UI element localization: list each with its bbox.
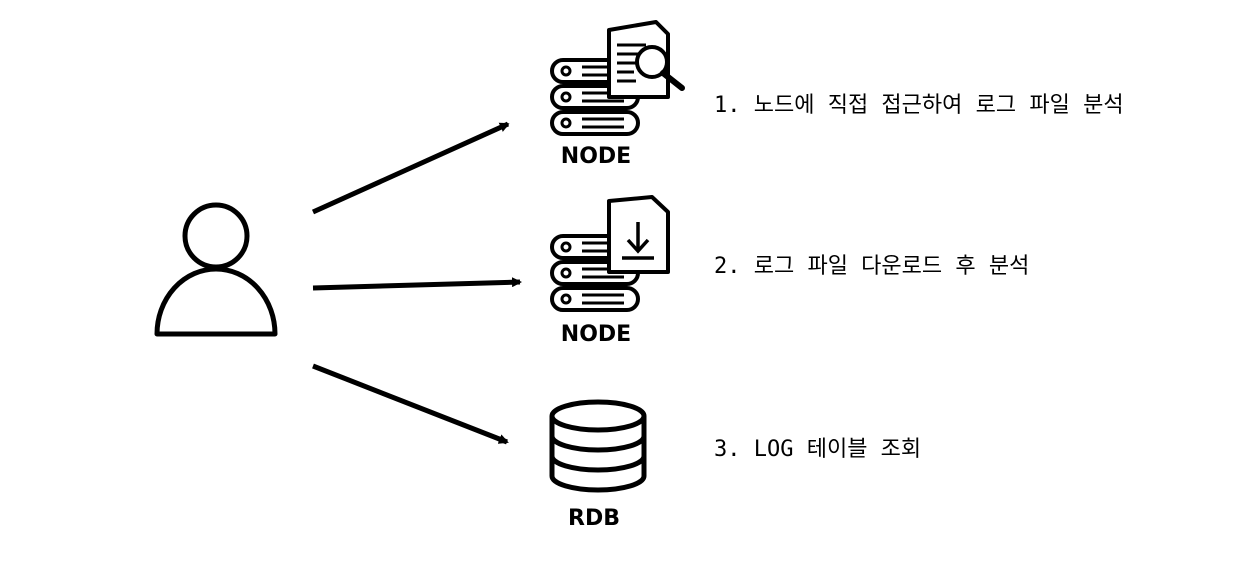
arrow-to-node1 bbox=[311, 121, 510, 215]
node2-label: NODE bbox=[561, 322, 631, 347]
rdb-label: RDB bbox=[568, 506, 620, 531]
node2-description: 2. 로그 파일 다운로드 후 분석 bbox=[714, 254, 1029, 279]
node1-description: 1. 노드에 직접 접근하여 로그 파일 분석 bbox=[714, 93, 1124, 118]
server-search-document-icon bbox=[550, 20, 685, 136]
arrow-to-rdb bbox=[312, 363, 509, 445]
arrow-to-node2 bbox=[312, 277, 522, 291]
database-icon bbox=[549, 399, 647, 493]
user-icon bbox=[154, 202, 278, 337]
rdb-description: 3. LOG 테이블 조회 bbox=[714, 437, 921, 462]
server-download-document-icon bbox=[550, 195, 670, 312]
node1-label: NODE bbox=[561, 144, 631, 169]
